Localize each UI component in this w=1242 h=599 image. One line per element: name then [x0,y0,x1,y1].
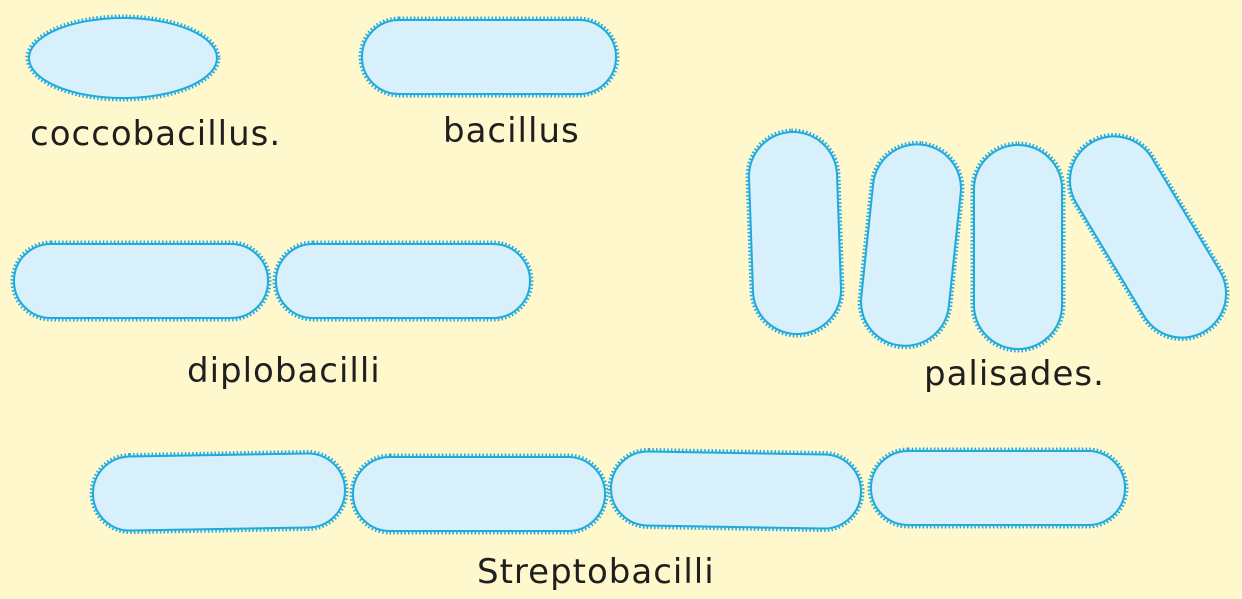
palisade-cell-4 [1066,132,1230,342]
coccobacillus-cell [25,14,221,102]
bacillus-label: bacillus [443,111,580,151]
coccobacillus-label: coccobacillus. [30,114,281,154]
streptobacillus-cell-3 [607,447,865,533]
palisades-group: palisades. [745,128,1230,394]
streptobacillus-cell-1 [89,449,349,535]
streptobacillus-cell-3-outline [610,450,862,530]
streptobacillus-cell-4 [867,447,1129,529]
diplobacillus-cell-1 [10,240,272,322]
palisade-cell-3 [970,141,1066,353]
palisade-cell-3-outline [973,144,1063,350]
streptobacillus-cell-4-outline [870,450,1126,526]
palisade-cell-2 [857,140,965,350]
bacillus-cell [358,16,620,98]
palisade-cell-4-outline [1069,135,1227,339]
palisade-cell-1 [745,128,845,338]
palisades-label: palisades. [924,354,1105,394]
diplobacilli-label: diplobacilli [187,351,381,391]
palisade-cell-2-outline [860,143,962,347]
palisade-cell-1-outline [748,131,842,335]
streptobacilli-label: Streptobacilli [477,552,715,592]
diplobacillus-cell-2-outline [275,243,531,319]
diplobacilli-group: diplobacilli [10,240,534,391]
streptobacilli-group: Streptobacilli [89,447,1129,592]
bacillus-cell-outline [361,19,617,95]
coccobacillus-cell-outline [28,17,218,99]
streptobacillus-cell-2-outline [352,456,606,532]
streptobacillus-cell-2 [349,453,609,535]
diplobacillus-cell-1-outline [13,243,269,319]
streptobacillus-cell-1-outline [92,452,346,532]
diplobacillus-cell-2 [272,240,534,322]
coccobacillus-group: coccobacillus. [25,14,281,154]
bacillus-group: bacillus [358,16,620,151]
